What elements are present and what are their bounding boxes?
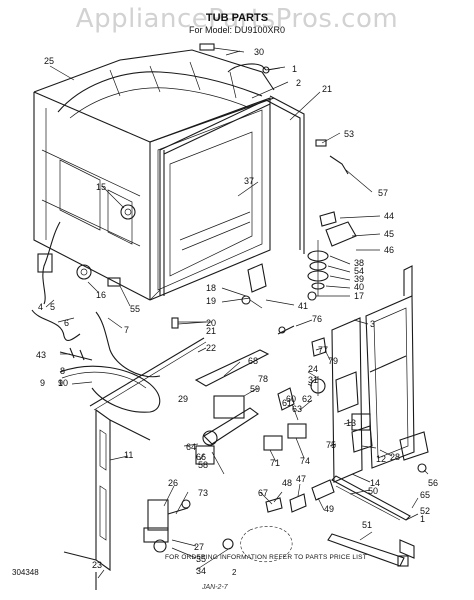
callout-49: 49 [324, 504, 334, 514]
callout-16: 16 [96, 290, 106, 300]
callout-77: 77 [318, 345, 328, 355]
leader-lines [45, 50, 429, 579]
top-hardware [199, 43, 349, 175]
callout-24: 24 [308, 364, 318, 374]
callout-4: 4 [38, 302, 43, 312]
callout-74: 74 [300, 456, 310, 466]
callout-47: 47 [296, 474, 306, 484]
callout-8: 8 [60, 366, 65, 376]
callout-43: 43 [36, 350, 46, 360]
diagram-code: 304348 [12, 568, 39, 577]
callout-38: 38 [354, 258, 364, 268]
callout-75: 75 [326, 440, 336, 450]
callout-26: 26 [168, 478, 178, 488]
callout-9: 9 [58, 378, 63, 388]
callout-30: 30 [254, 47, 264, 57]
callout-41: 41 [298, 301, 308, 311]
callout-73: 73 [198, 488, 208, 498]
watermark: AppliancePartsPros.com [75, 4, 399, 34]
callout-63: 63 [292, 404, 302, 414]
callout-23: 23 [92, 560, 102, 570]
callout-3: 3 [370, 319, 375, 329]
callout-15: 15 [96, 182, 106, 192]
callout-2: 2 [296, 78, 301, 88]
callout-35: 35 [196, 554, 206, 564]
callout-19: 19 [206, 296, 216, 306]
callout-11: 11 [124, 450, 133, 460]
callout-10: 10 [58, 378, 68, 388]
callout-25: 25 [44, 56, 54, 66]
callout-50: 50 [368, 486, 378, 496]
callout-67: 67 [258, 488, 268, 498]
callout-13: 13 [346, 418, 356, 428]
callout-28: 28 [390, 452, 400, 462]
callout-1: 1 [420, 514, 425, 524]
callout-57: 57 [378, 188, 388, 198]
callout-37: 37 [244, 176, 254, 186]
callout-48: 48 [282, 478, 292, 488]
callout-76: 76 [312, 314, 322, 324]
callout-61: 61 [282, 398, 292, 408]
callout-29: 29 [178, 394, 188, 404]
callout-59: 59 [250, 384, 260, 394]
callout-17: 17 [354, 291, 364, 301]
callout-78: 78 [258, 374, 268, 384]
callout-55: 55 [130, 304, 140, 314]
page-number: 2 [232, 568, 237, 577]
callout-20: 20 [206, 318, 216, 328]
callout-5: 5 [50, 302, 55, 312]
callout-60: 60 [286, 394, 296, 404]
callout-22: 22 [206, 343, 216, 353]
callout-27: 27 [194, 542, 204, 552]
callout-12: 12 [376, 454, 386, 464]
callout-71: 71 [270, 458, 280, 468]
callout-34: 34 [196, 566, 206, 576]
callout-44: 44 [384, 211, 394, 221]
callout-56: 56 [428, 478, 438, 488]
callout-45: 45 [384, 229, 394, 239]
callout-64: 64 [186, 442, 196, 452]
control-parts [194, 263, 327, 465]
callout-66: 66 [196, 452, 206, 462]
model-number: For Model: DU9100XR0 [188, 25, 286, 35]
callout-52: 52 [420, 506, 430, 516]
tub-assembly [33, 49, 305, 301]
callout-46: 46 [384, 245, 394, 255]
callout-58: 58 [198, 460, 208, 470]
callout-1: 1 [292, 64, 297, 74]
callout-40: 40 [354, 282, 364, 292]
callout-14: 14 [370, 478, 380, 488]
callout-68: 68 [248, 356, 258, 366]
right-side-panel [310, 265, 429, 483]
inlet-hose-parts [31, 221, 212, 413]
callout-7: 7 [124, 325, 129, 335]
callout-6: 6 [64, 318, 69, 328]
callout-39: 39 [354, 274, 364, 284]
callout-62: 62 [302, 394, 312, 404]
callout-9: 9 [40, 378, 45, 388]
callout-51: 51 [362, 520, 372, 530]
left-side-panel [63, 408, 151, 572]
bottom-parts [95, 475, 415, 590]
callout-18: 18 [206, 283, 216, 293]
callout-79: 79 [328, 356, 338, 366]
callout-54: 54 [354, 266, 364, 276]
ordering-note: FOR ORDERING INFORMATION REFER TO PARTS … [165, 554, 367, 561]
callout-31: 31 [308, 375, 318, 385]
diagram-title: TUB PARTS [205, 12, 269, 24]
callout-65: 65 [420, 490, 430, 500]
date-stamp: JAN-2-7 [202, 584, 228, 591]
callout-53: 53 [344, 129, 354, 139]
callout-21: 21 [206, 326, 216, 336]
callout-21: 21 [322, 84, 332, 94]
